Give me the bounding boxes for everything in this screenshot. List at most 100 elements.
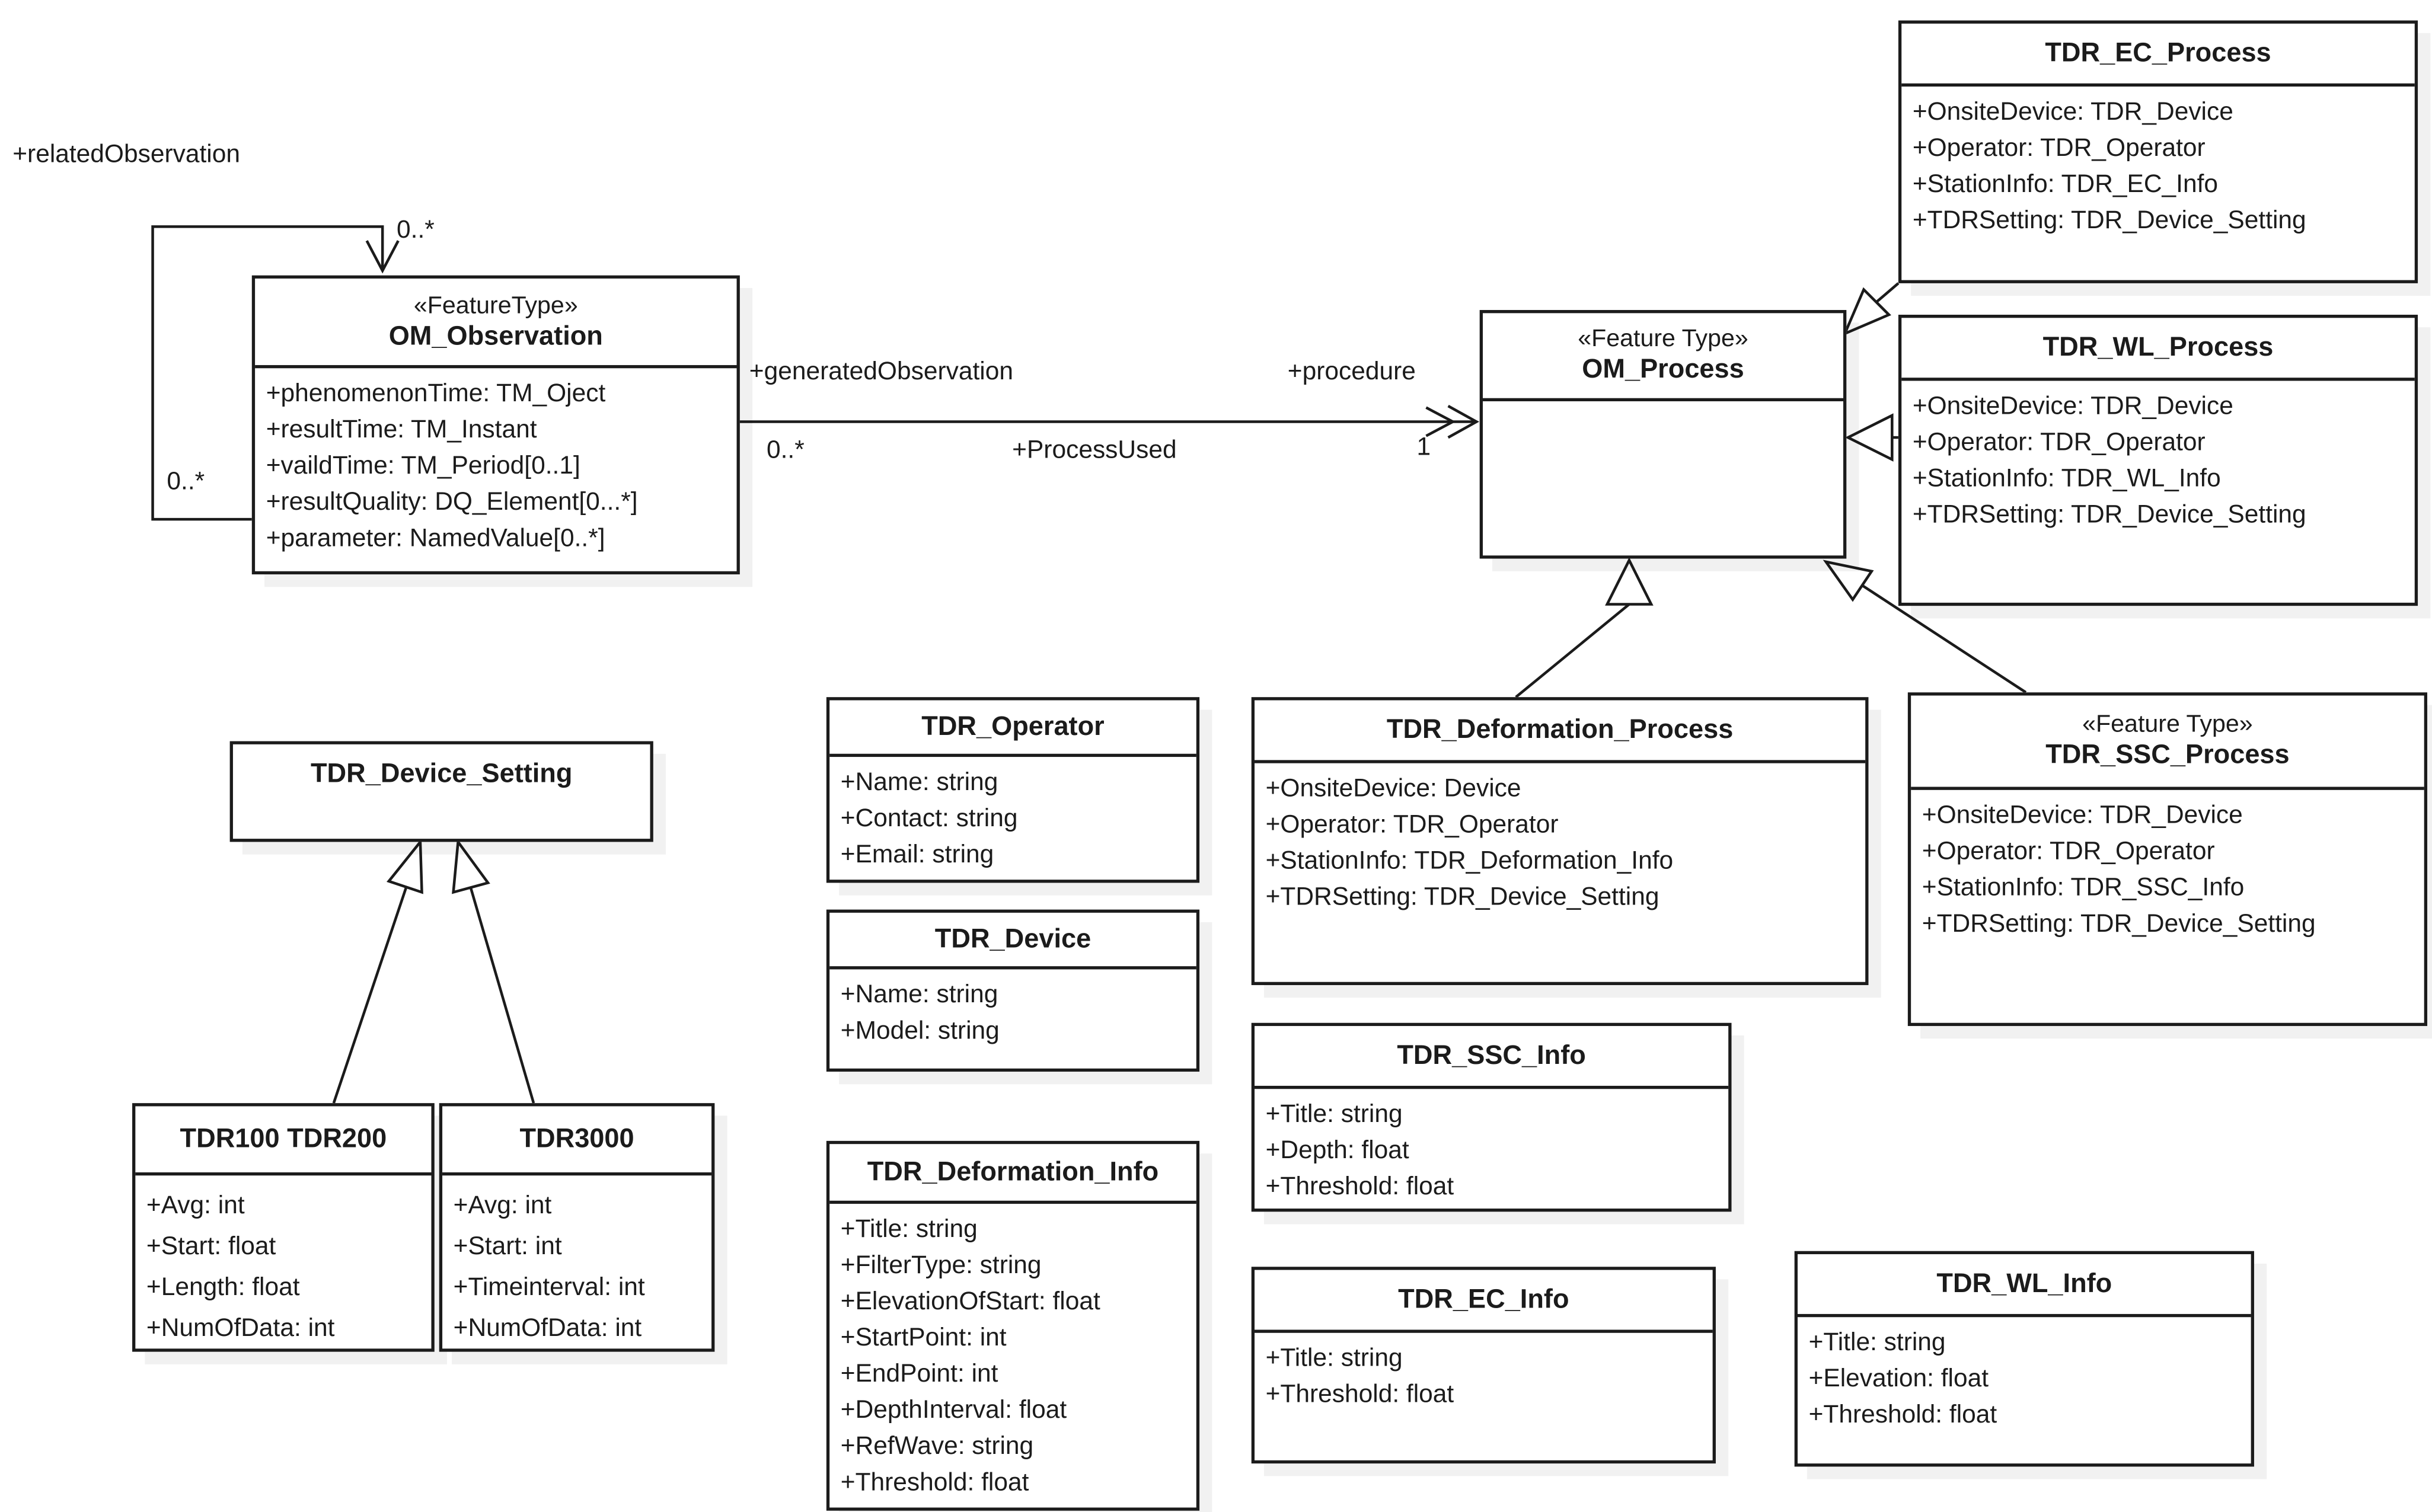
- class-attribute: +StationInfo: TDR_EC_Info: [1912, 171, 2219, 199]
- ssc-process-generalization-arrow: [1823, 560, 2027, 694]
- class-attribute: +EndPoint: int: [840, 1361, 998, 1388]
- class-attributes: +Avg: int+Start: float+Length: float+Num…: [135, 1175, 431, 1348]
- class-attribute: +Email: string: [840, 842, 994, 869]
- class-attribute: +Threshold: float: [1265, 1174, 1454, 1201]
- class-attribute: +StationInfo: TDR_Deformation_Info: [1265, 848, 1674, 875]
- class-tdr-deformation-process: TDR_Deformation_Process +OnsiteDevice: D…: [1251, 697, 1869, 986]
- class-attribute: +StationInfo: TDR_SSC_Info: [1922, 875, 2245, 902]
- class-attribute: +parameter: NamedValue[0..*]: [266, 525, 605, 552]
- deformation-process-generalization-arrow: [1515, 557, 1654, 698]
- class-attribute: +Operator: TDR_Operator: [1912, 135, 2206, 162]
- class-title: TDR3000: [442, 1106, 712, 1176]
- class-attribute: +vaildTime: TM_Period[0..1]: [266, 453, 580, 480]
- class-stereotype: «Feature Type»: [1578, 325, 1748, 353]
- class-tdr-ec-info: TDR_EC_Info +Title: string +Threshold: fl…: [1251, 1267, 1716, 1464]
- class-attribute: +NumOfData: int: [146, 1315, 335, 1342]
- class-attribute: +TDRSetting: TDR_Device_Setting: [1912, 207, 2306, 235]
- class-attribute: +Name: string: [840, 769, 998, 797]
- class-attribute: +StationInfo: TDR_WL_Info: [1912, 465, 2221, 493]
- class-name: OM_Observation: [388, 320, 603, 350]
- class-name: TDR3000: [519, 1123, 634, 1154]
- class-title: TDR100 TDR200: [135, 1106, 432, 1176]
- class-attributes: +Name: string+Model: string: [829, 969, 1196, 1049]
- class-attribute: +Timeinterval: int: [453, 1274, 645, 1302]
- class-attribute: +OnsiteDevice: Device: [1265, 775, 1521, 803]
- class-name: TDR_Device_Setting: [310, 758, 573, 789]
- class-tdr-device: TDR_Device +Name: string+Model: string: [826, 909, 1200, 1072]
- class-attribute: +Title: string: [840, 1216, 978, 1244]
- class-tdr-wl-process: TDR_WL_Process +OnsiteDevice: TDR_Device…: [1898, 315, 2418, 606]
- class-attributes: +OnsiteDevice: Device +Operator: TDR_Oper…: [1255, 763, 1865, 916]
- class-name: TDR_Operator: [921, 711, 1105, 741]
- class-attributes: +Title: string+Elevation: float+Threshol…: [1798, 1317, 2251, 1433]
- label-process-used: +ProcessUsed: [1012, 437, 1177, 465]
- class-attribute: +TDRSetting: TDR_Device_Setting: [1912, 501, 2306, 529]
- class-attribute: +Threshold: float: [840, 1469, 1029, 1497]
- class-attribute: +Title: string: [1265, 1345, 1403, 1373]
- class-name: TDR_EC_Process: [2045, 37, 2271, 68]
- class-om-observation: «FeatureType» OM_Observation +phenomenon…: [251, 275, 740, 575]
- class-attributes: +OnsiteDevice: TDR_Device +Operator: TDR_…: [1901, 87, 2415, 239]
- class-name: TDR100 TDR200: [180, 1123, 387, 1154]
- class-attribute: +TDRSetting: TDR_Device_Setting: [1922, 911, 2316, 938]
- class-name: TDR_SSC_Process: [2045, 739, 2290, 770]
- ec-process-generalization-arrow: [1842, 282, 1900, 337]
- multiplicity-procedure: 1: [1416, 434, 1431, 461]
- class-attributes: +Title: string +Threshold: float: [1255, 1333, 1713, 1413]
- class-title: TDR_Operator: [829, 700, 1196, 757]
- class-attributes: +Title: string +FilterType: string +Elevat…: [829, 1204, 1196, 1501]
- label-procedure: +procedure: [1287, 359, 1416, 386]
- class-attribute: +DepthInterval: float: [840, 1397, 1067, 1424]
- class-name: TDR_Deformation_Info: [867, 1156, 1159, 1187]
- class-title: TDR_Deformation_Process: [1255, 700, 1866, 763]
- class-attribute: +FilterType: string: [840, 1252, 1042, 1280]
- class-attribute: +Title: string: [1265, 1101, 1403, 1129]
- multiplicity-generated-observation: 0..*: [766, 437, 805, 465]
- class-title: TDR_Device: [829, 913, 1196, 970]
- multiplicity-related-source: 0..*: [167, 469, 205, 496]
- label-related-observation: +relatedObservation: [12, 141, 240, 169]
- class-title: TDR_EC_Info: [1255, 1270, 1713, 1333]
- class-attribute: +OnsiteDevice: TDR_Device: [1912, 393, 2233, 420]
- class-tdr-device-setting: TDR_Device_Setting: [229, 741, 653, 842]
- multiplicity-related-target: 0..*: [397, 217, 435, 244]
- class-attribute: +Threshold: float: [1265, 1382, 1454, 1409]
- class-attributes: +Name: string +Contact: string +Email: str…: [829, 757, 1196, 873]
- class-attribute: +Name: string: [840, 982, 998, 1009]
- class-tdr-ec-process: TDR_EC_Process +OnsiteDevice: TDR_Device…: [1898, 20, 2418, 283]
- class-attributes: +Title: string+Depth: float+Threshold: f…: [1255, 1089, 1728, 1205]
- class-attributes: +OnsiteDevice: TDR_Device+Operator: TDR_…: [1901, 381, 2415, 534]
- class-attribute: +Contact: string: [840, 805, 1018, 833]
- class-attribute: +OnsiteDevice: TDR_Device: [1922, 803, 2243, 830]
- class-tdr100-tdr200: TDR100 TDR200 +Avg: int+Start: float+Len…: [132, 1103, 435, 1352]
- class-attribute: +NumOfData: int: [453, 1315, 642, 1342]
- class-title: TDR_SSC_Info: [1255, 1026, 1729, 1089]
- class-name: TDR_WL_Process: [2042, 332, 2274, 362]
- class-attribute: +Operator: TDR_Operator: [1922, 839, 2215, 866]
- class-name: TDR_Device: [934, 923, 1091, 954]
- class-attribute: +ElevationOfStart: float: [840, 1289, 1100, 1316]
- class-attributes: [1483, 401, 1843, 409]
- class-attribute: +Start: float: [146, 1233, 276, 1261]
- class-attribute: +Elevation: float: [1808, 1366, 1989, 1393]
- class-tdr-wl-info: TDR_WL_Info +Title: string+Elevation: fl…: [1794, 1251, 2254, 1467]
- class-attribute: +phenomenonTime: TM_Oject: [266, 381, 606, 408]
- class-attributes: +phenomenonTime: TM_Oject+resultTime: TM…: [255, 368, 736, 557]
- class-title: TDR_WL_Process: [1901, 318, 2415, 381]
- class-name: TDR_EC_Info: [1398, 1284, 1569, 1314]
- class-attributes: +OnsiteDevice: TDR_Device +Operator: TDR_…: [1911, 790, 2424, 943]
- class-title: «Feature Type» OM_Process: [1483, 313, 1844, 402]
- class-name: TDR_SSC_Info: [1397, 1040, 1586, 1070]
- class-attribute: +Avg: int: [146, 1193, 245, 1220]
- class-attribute: +StartPoint: int: [840, 1325, 1007, 1352]
- class-attribute: +Avg: int: [453, 1193, 552, 1220]
- wl-process-generalization-arrow: [1844, 413, 1898, 462]
- class-name: TDR_Deformation_Process: [1386, 714, 1734, 744]
- class-stereotype: «Feature Type»: [2082, 711, 2253, 739]
- class-attribute: +Operator: TDR_Operator: [1265, 811, 1559, 839]
- label-generated-observation: +generatedObservation: [749, 359, 1013, 386]
- tdr100-generalization-arrow: [332, 838, 423, 1104]
- class-attribute: +OnsiteDevice: TDR_Device: [1912, 99, 2233, 126]
- class-attribute: +Start: int: [453, 1233, 562, 1261]
